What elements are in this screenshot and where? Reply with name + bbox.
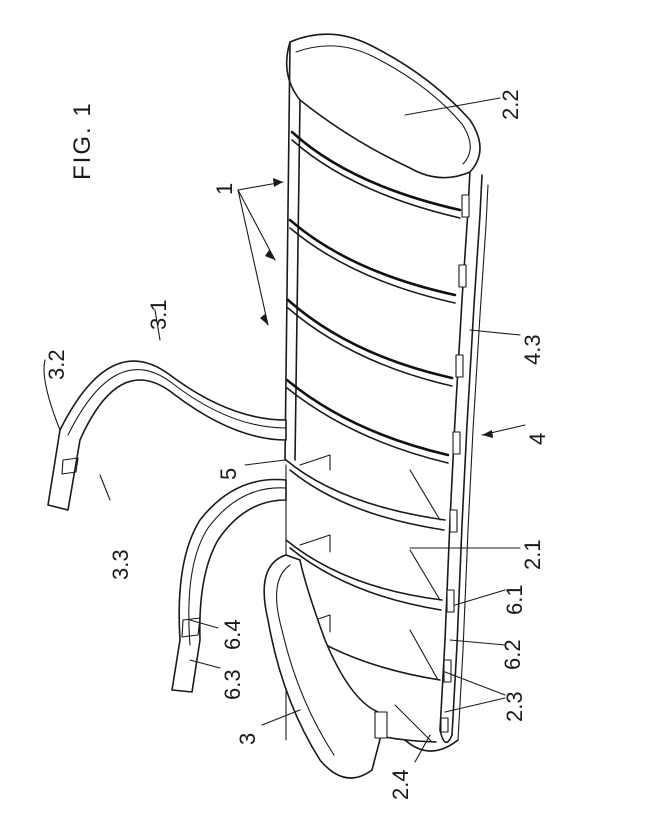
- figure-title: FIG. 1: [69, 101, 96, 180]
- lid-3-1: [47, 360, 287, 511]
- lid-middle: [171, 478, 287, 693]
- label-6-4: 6.4: [220, 619, 245, 650]
- label-6-2: 6.2: [500, 639, 525, 670]
- label-2-2: 2.2: [498, 89, 523, 120]
- label-2-1: 2.1: [520, 539, 545, 570]
- label-5: 5: [216, 468, 241, 480]
- label-2-3: 2.3: [502, 691, 527, 722]
- lid-3: [263, 554, 388, 779]
- label-6-3: 6.3: [220, 669, 245, 700]
- base-rail: [404, 169, 489, 752]
- label-2-4: 2.4: [388, 769, 413, 800]
- label-3-2: 3.2: [44, 349, 69, 380]
- label-6-1: 6.1: [502, 584, 527, 615]
- closed-compartments: [284, 41, 462, 464]
- label-3-1: 3.1: [146, 299, 171, 330]
- end-cap: [285, 33, 481, 179]
- label-4: 4: [525, 433, 550, 445]
- label-3: 3: [235, 733, 260, 745]
- label-4-3: 4.3: [520, 334, 545, 365]
- label-3-3: 3.3: [108, 549, 133, 580]
- leader-lines: [43, 97, 526, 763]
- label-1: 1: [212, 183, 237, 195]
- labels: FIG. 1 1 2.2 3.1 3.2 4.3 4 5 3.3 2.1 6.1…: [44, 89, 550, 800]
